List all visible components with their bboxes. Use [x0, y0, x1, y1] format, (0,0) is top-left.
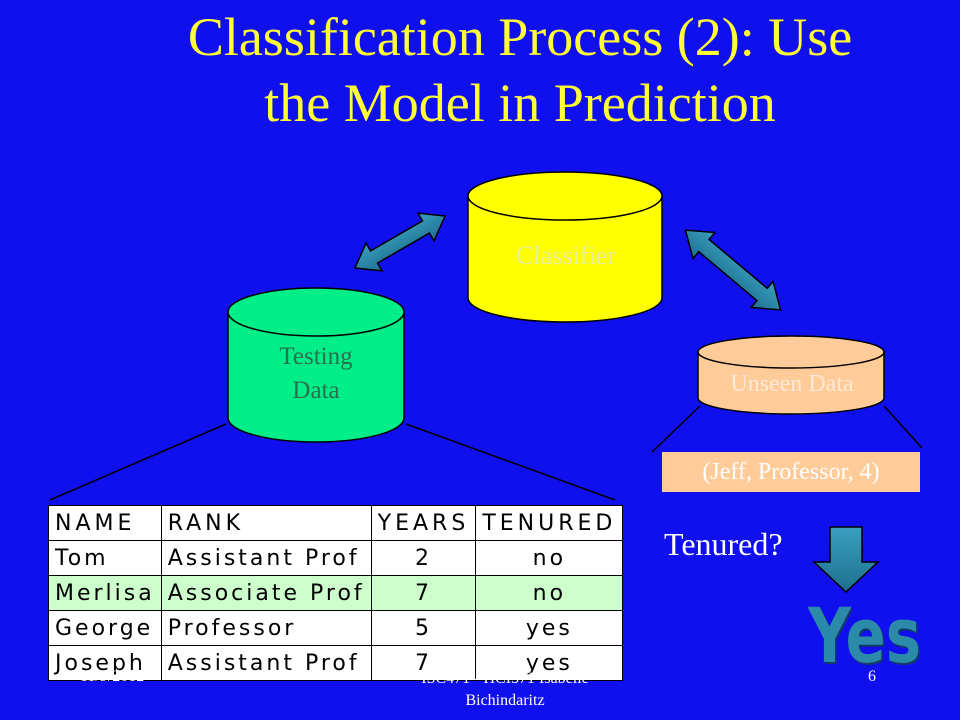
double-arrow-testing-classifier-icon — [353, 212, 447, 272]
footer-course: ISC471 - HCI571 Isabelle Bichindaritz — [390, 668, 620, 712]
slide-title: Classification Process (2): Use the Mode… — [100, 4, 940, 136]
table-row: Tom Assistant Prof 2 no — [48, 540, 624, 576]
testing-data-label: Testing Data — [228, 340, 404, 408]
table-header-cell: NAME — [48, 505, 162, 541]
table-cell: Professor — [160, 610, 372, 646]
table-row: George Professor 5 yes — [48, 610, 624, 646]
table-cell: 2 — [370, 540, 477, 576]
table-header-cell: TENURED — [475, 505, 624, 541]
table-cell: no — [475, 575, 624, 611]
yes-answer-wordart: Yes — [808, 591, 921, 680]
table-cell: Tom — [48, 540, 162, 576]
tenured-question: Tenured? — [664, 526, 783, 562]
table-header-cell: RANK — [160, 505, 372, 541]
table-cell: George — [48, 610, 162, 646]
unseen-to-tuple-line-left — [651, 405, 701, 453]
unseen-to-tuple-line-right — [883, 405, 923, 449]
title-line-2: the Model in Prediction — [264, 73, 776, 133]
unseen-data-label: Unseen Data — [730, 371, 854, 397]
title-line-1: Classification Process (2): Use — [187, 7, 853, 67]
unseen-tuple-box: (Jeff, Professor, 4) — [662, 452, 920, 492]
table-cell: yes — [475, 645, 624, 681]
testing-label-line-2: Data — [292, 376, 340, 404]
table-header-row: NAME RANK YEARS TENURED — [48, 505, 624, 541]
testing-data-cylinder — [227, 287, 405, 443]
table-header-cell: YEARS — [370, 505, 477, 541]
classifier-cylinder — [467, 171, 663, 323]
table-cell: Assistant Prof — [160, 645, 372, 681]
footer-date: 11/9/2012 — [80, 668, 145, 685]
table-cell: Associate Prof — [160, 575, 372, 611]
table-cell: 7 — [370, 645, 477, 681]
footer-course-line-1: ISC471 - HCI571 Isabelle — [421, 670, 589, 687]
unseen-data-cylinder — [697, 335, 885, 415]
table-cell: 7 — [370, 575, 477, 611]
table-cell: Merlisa — [48, 575, 162, 611]
table-cell: Joseph — [48, 645, 162, 681]
table-cell: yes — [475, 610, 624, 646]
classifier-label: Classifier — [516, 241, 616, 270]
table-cell: Assistant Prof — [160, 540, 372, 576]
testing-to-table-line-right — [405, 423, 616, 501]
table-row-highlighted: Merlisa Associate Prof 7 no — [48, 575, 624, 611]
table-cell: 5 — [370, 610, 477, 646]
footer-page-number: 6 — [868, 668, 876, 685]
double-arrow-classifier-unseen-icon — [684, 229, 782, 311]
testing-to-table-line-left — [49, 423, 227, 501]
testing-label-line-1: Testing — [279, 343, 353, 370]
testing-data-table: NAME RANK YEARS TENURED Tom Assistant Pr… — [48, 505, 624, 681]
table-cell: no — [475, 540, 624, 576]
down-arrow-icon — [812, 526, 880, 594]
footer-course-line-2: Bichindaritz — [465, 692, 545, 709]
table-row: Joseph Assistant Prof 7 yes — [48, 645, 624, 681]
